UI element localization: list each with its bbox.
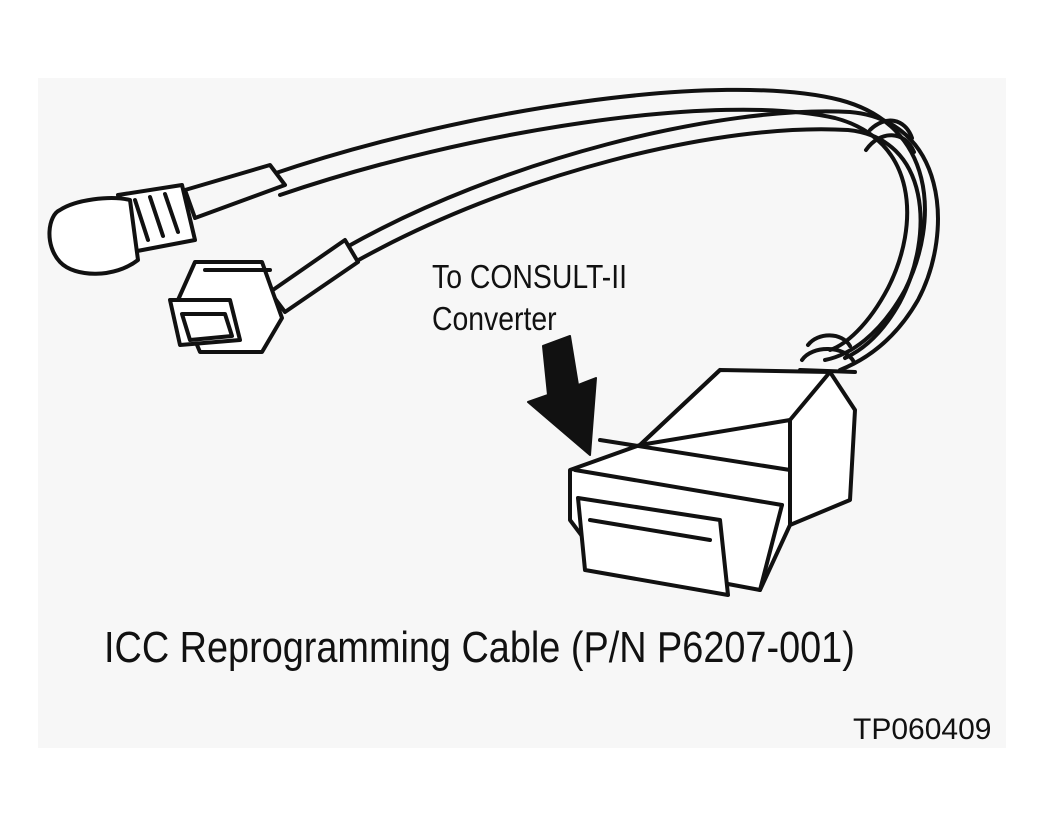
callout-line-1: To CONSULT-II xyxy=(432,258,628,295)
figure-caption: ICC Reprogramming Cable (P/N P6207-001) xyxy=(104,623,855,672)
callout-label: To CONSULT-II Converter xyxy=(432,256,627,340)
callout-arrow xyxy=(527,335,597,456)
figure-id: TP060409 xyxy=(853,713,992,746)
cable-wires xyxy=(268,87,940,372)
callout-line-2: Converter xyxy=(432,300,557,337)
small-connector-bottom xyxy=(168,238,360,354)
cable-ring xyxy=(864,118,916,154)
small-connector-top xyxy=(47,163,287,276)
main-connector xyxy=(568,368,857,597)
